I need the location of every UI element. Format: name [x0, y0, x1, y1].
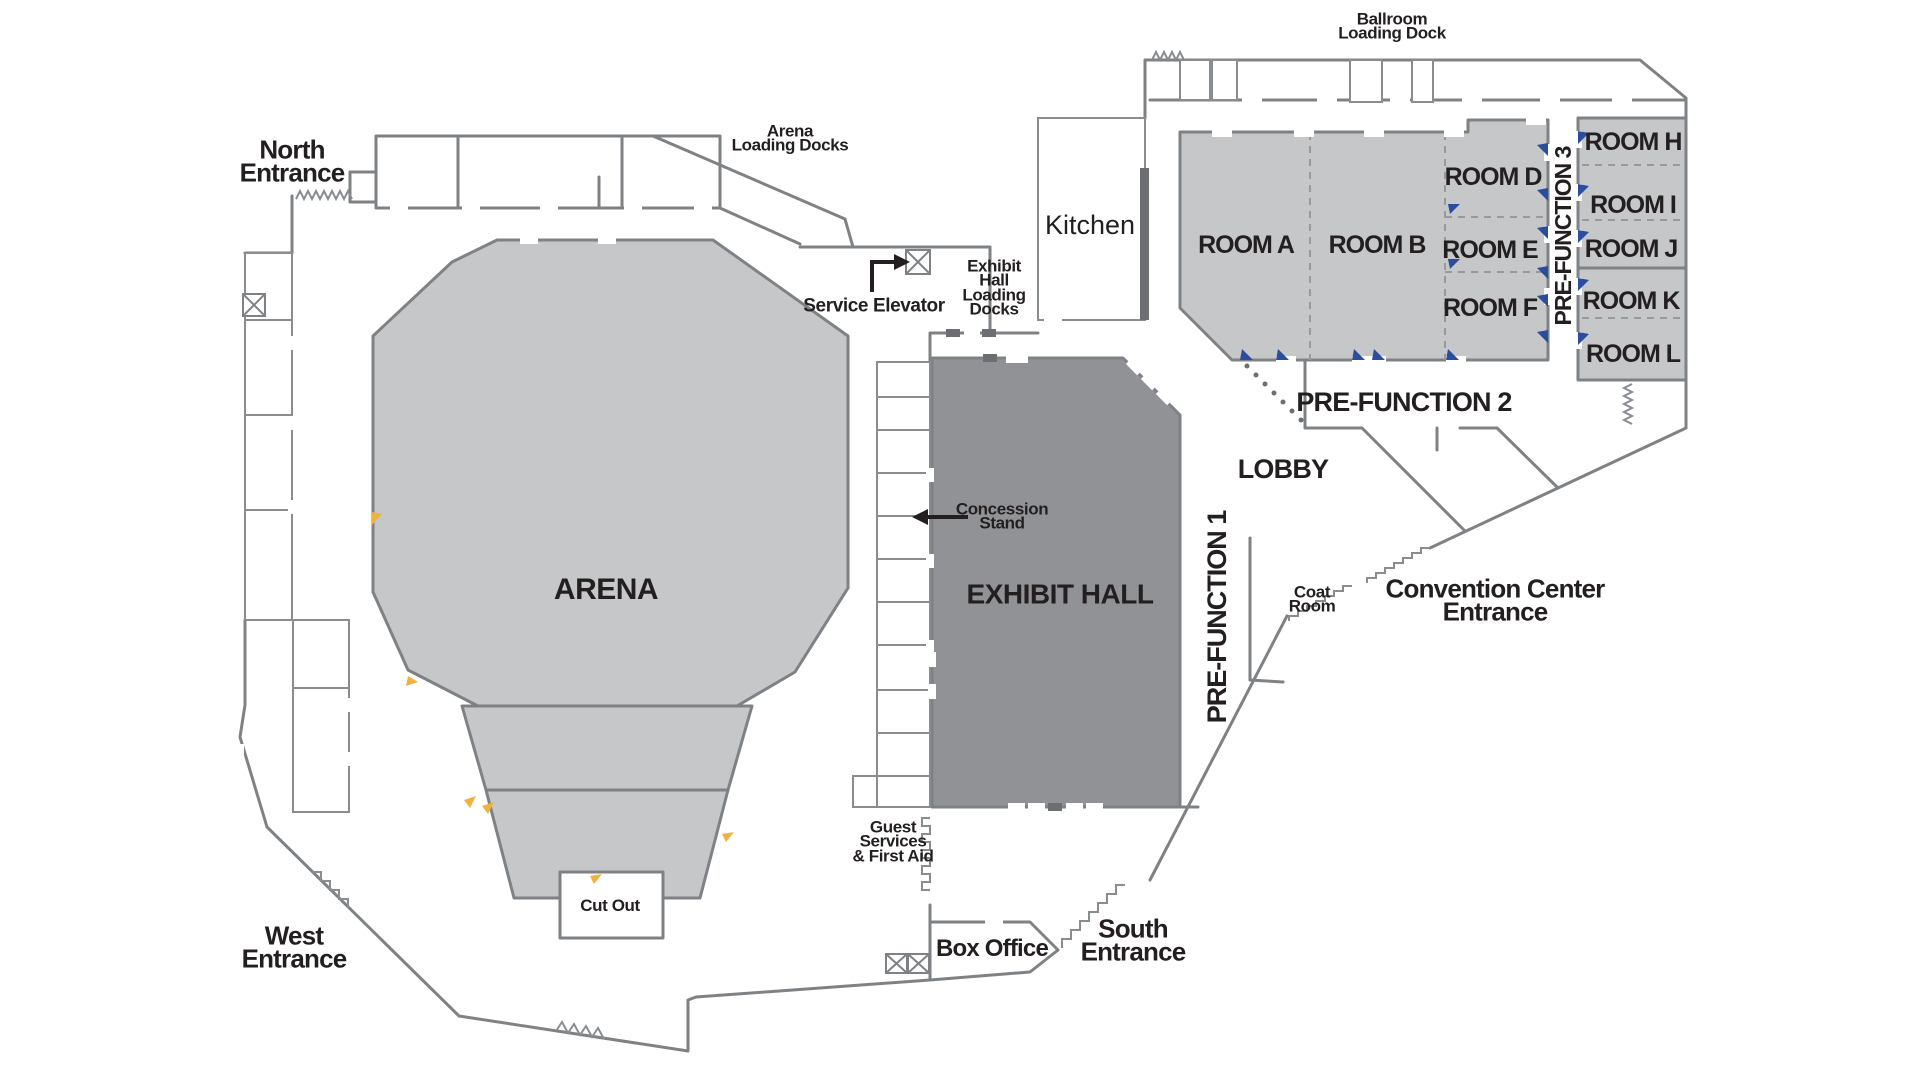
cut-out-shape: [558, 870, 665, 940]
concession-stand-label: Concession Stand: [955, 499, 1049, 533]
blue-door-markers: [1240, 131, 1589, 360]
west-entrance-label: West Entrance: [241, 920, 348, 974]
pre-function-1-label: PRE-FUNCTION 1: [1202, 510, 1233, 724]
room-h-label: ROOM H: [1584, 127, 1683, 156]
yellow-door-markers: [372, 512, 734, 884]
arena-label: ARENA: [553, 572, 659, 606]
service-elevator-arrow: [870, 260, 894, 292]
pre-function-3-label: PRE-FUNCTION 3: [1549, 146, 1576, 326]
lobby-label: LOBBY: [1237, 453, 1329, 484]
cut-out-label: Cut Out: [580, 895, 640, 915]
exhibit-hall-loading-docks-label: Exhibit Hall Loading Docks: [962, 256, 1026, 319]
south-entrance-label: South Entrance: [1080, 913, 1187, 967]
rooms-h-l-block: [1576, 116, 1688, 382]
concession-arrowhead: [912, 509, 928, 525]
room-k-label: ROOM K: [1582, 286, 1681, 315]
room-a-label: ROOM A: [1198, 230, 1295, 259]
box-office-label: Box Office: [935, 935, 1049, 963]
arena-shape: [371, 238, 850, 708]
ballroom-loading-dock-label: Ballroom Loading Dock: [1338, 9, 1446, 43]
kitchen-label: Kitchen: [1044, 210, 1136, 241]
room-f-label: ROOM F: [1443, 293, 1538, 322]
arena-loading-docks-label: Arena Loading Docks: [731, 121, 849, 155]
room-l-label: ROOM L: [1586, 339, 1681, 368]
room-b-label: ROOM B: [1328, 230, 1427, 259]
pre-function-2-label: PRE-FUNCTION 2: [1296, 386, 1512, 417]
exhibit-hall-shape: [930, 356, 1182, 809]
north-entrance-label: North Entrance: [239, 134, 346, 188]
convention-center-entrance-label: Convention Center Entrance: [1385, 573, 1606, 627]
guest-services-label: Guest Services & First Aid: [852, 817, 934, 866]
stairs: [295, 49, 1635, 1040]
loading-dock-tabs: [946, 168, 1149, 811]
service-elevator-arrowhead: [894, 254, 910, 270]
room-d-label: ROOM D: [1444, 162, 1543, 191]
coat-room-label: Coat Room: [1288, 582, 1336, 616]
dotted-divider: [1244, 363, 1304, 423]
exhibit-hall-label: EXHIBIT HALL: [966, 578, 1154, 610]
arena-seating-band-1: [460, 704, 754, 792]
room-j-label: ROOM J: [1584, 234, 1679, 263]
room-i-label: ROOM I: [1590, 190, 1677, 219]
room-e-label: ROOM E: [1442, 235, 1538, 264]
service-elevator-label: Service Elevator: [803, 295, 945, 317]
